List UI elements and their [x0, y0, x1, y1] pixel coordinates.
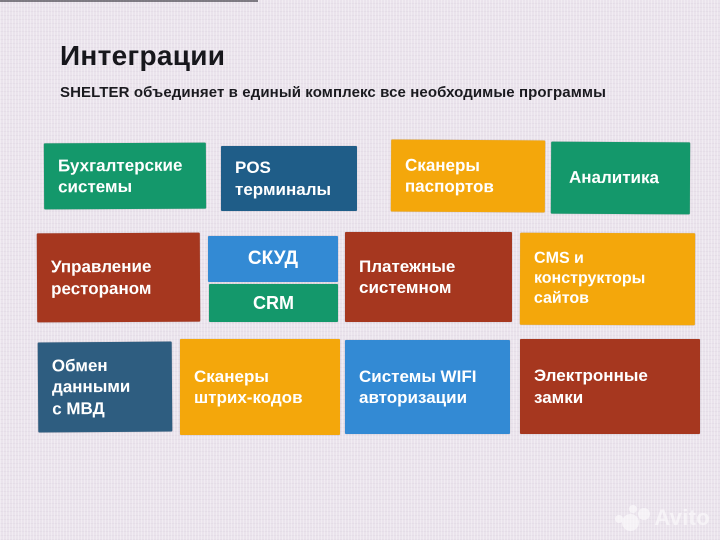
tile-label: СКУД: [247, 248, 299, 270]
tile-electronic-locks: Электронные замки: [520, 339, 700, 434]
avito-watermark: Avito: [615, 504, 710, 532]
tile-wifi-auth: Системы WIFI авторизации: [345, 340, 510, 434]
tile-label: Управление рестораном: [50, 257, 152, 298]
tile-cms-site-builders: CMS и конструкторы сайтов: [519, 232, 696, 326]
tile-label: Аналитика: [568, 168, 660, 188]
tile-label: POS терминалы: [235, 158, 332, 199]
page-title: Интеграции: [60, 40, 226, 71]
tile-payment-systems: Платежные системном: [345, 232, 512, 322]
tile-skud: СКУД: [208, 236, 338, 282]
tile-label: Платежные системном: [359, 256, 456, 297]
tile-barcode-scanners: Сканеры штрих-кодов: [180, 339, 340, 435]
tile-analytics: Аналитика: [550, 141, 691, 215]
tile-pos-terminals: POS терминалы: [221, 146, 357, 211]
photo-edge-artifact: [0, 0, 258, 2]
tile-passport-scanners: Сканеры паспортов: [390, 139, 546, 213]
avito-logo-icon: [615, 504, 651, 532]
tile-label: Бухгалтерские системы: [57, 155, 183, 197]
tile-label: Сканеры паспортов: [404, 155, 494, 197]
page-subtitle: SHELTER объединяет в единый комплекс все…: [60, 84, 607, 101]
tile-label: Системы WIFI авторизации: [359, 366, 477, 407]
avito-watermark-text: Avito: [654, 505, 710, 530]
tile-label: Сканеры штрих-кодов: [194, 366, 303, 407]
tile-mvd-data-exchange: Обмен данными с МВД: [37, 341, 173, 433]
tile-label: CMS и конструкторы сайтов: [533, 249, 646, 307]
slide-header: Интеграции SHELTER объединяет в единый к…: [60, 40, 606, 101]
tile-accounting-systems: Бухгалтерские системы: [43, 142, 207, 210]
tile-label: Электронные замки: [534, 366, 648, 407]
tile-crm: CRM: [209, 284, 338, 322]
tile-label: Обмен данными с МВД: [51, 356, 131, 418]
tile-label: CRM: [253, 292, 294, 313]
tile-restaurant-management: Управление рестораном: [36, 232, 201, 323]
